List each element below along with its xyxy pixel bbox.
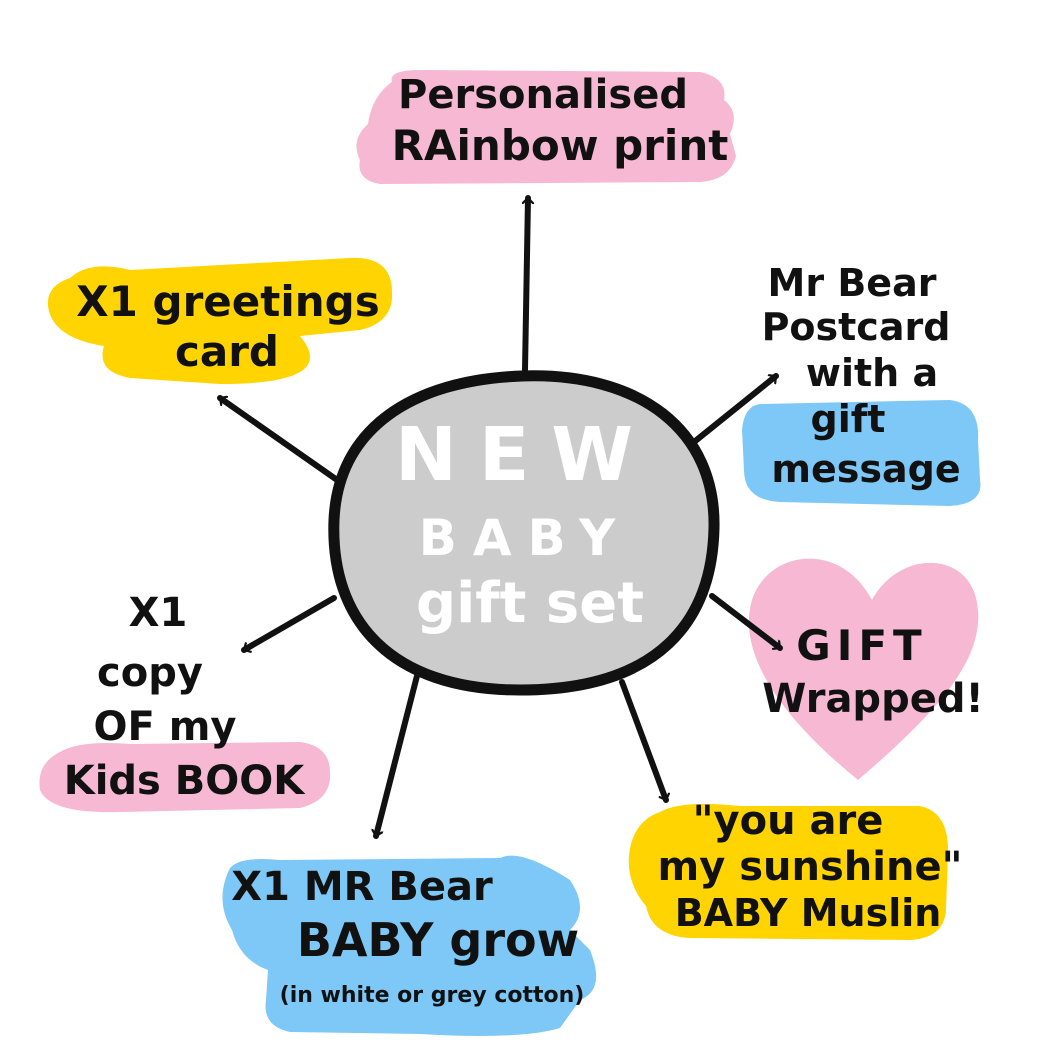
arrow-to-muslin xyxy=(619,679,666,803)
arrows xyxy=(217,195,783,839)
arrow-to-postcard xyxy=(691,373,779,445)
highlights xyxy=(39,70,981,1036)
arrow-to-greetings-card xyxy=(217,395,343,485)
label-gift-wrapped: GIFT Wrapped! xyxy=(762,621,983,722)
greetings-line-1: X1 greetings xyxy=(76,277,379,326)
arrow-to-rainbow-print xyxy=(525,195,528,373)
kids-book-line-2: copy xyxy=(97,650,203,696)
yellow-highlight-greetings xyxy=(47,257,393,384)
pink-highlight-kids-book xyxy=(39,742,331,813)
kids-book-line-4: Kids BOOK xyxy=(64,758,307,804)
baby-grow-line-3: (in white or grey cotton) xyxy=(280,983,585,1008)
postcard-line-2: Postcard xyxy=(762,305,951,349)
gift-wrapped-line-1: GIFT xyxy=(796,621,927,670)
postcard-line-3: with a xyxy=(806,351,938,395)
muslin-line-1: "you are xyxy=(693,798,884,844)
blue-highlight-baby-grow xyxy=(222,855,597,1036)
greetings-line-2: card xyxy=(175,327,279,376)
muslin-line-3: BABY Muslin xyxy=(675,891,942,935)
label-postcard: Mr Bear Postcard with a gift message xyxy=(762,261,961,491)
rainbow-line-2: RAinbow print xyxy=(392,121,729,170)
blue-highlight-postcard xyxy=(742,400,981,506)
yellow-highlight-muslin xyxy=(628,804,948,940)
baby-grow-line-2: BABY grow xyxy=(297,913,579,967)
arrow-to-gift-wrapped xyxy=(709,593,783,651)
center-title: NEW BABY gift set xyxy=(395,412,655,636)
arrow-to-kids-book xyxy=(241,595,337,650)
muslin-line-2: my sunshine" xyxy=(658,844,963,890)
gift-wrapped-line-2: Wrapped! xyxy=(762,676,983,722)
pink-highlight-rainbow xyxy=(356,70,736,184)
postcard-line-4: gift xyxy=(811,397,886,441)
label-baby-grow: X1 MR Bear BABY grow (in white or grey c… xyxy=(231,864,584,1008)
label-greetings-card: X1 greetings card xyxy=(76,277,379,376)
rainbow-line-1: Personalised xyxy=(398,72,688,118)
postcard-line-1: Mr Bear xyxy=(768,261,937,305)
label-kids-book: X1 copy OF my Kids BOOK xyxy=(64,590,307,804)
center-line-gift-set: gift set xyxy=(416,571,644,636)
label-muslin: "you are my sunshine" BABY Muslin xyxy=(658,798,963,935)
label-rainbow-print: Personalised RAinbow print xyxy=(392,72,729,170)
center-line-new: NEW xyxy=(395,412,655,498)
pink-heart-gift-wrapped xyxy=(748,558,979,780)
kids-book-line-1: X1 xyxy=(129,590,188,636)
arrow-to-baby-grow xyxy=(376,669,421,839)
center-blob xyxy=(328,370,720,696)
baby-grow-line-1: X1 MR Bear xyxy=(231,864,493,910)
center-line-baby: BABY xyxy=(419,509,631,567)
postcard-line-5: message xyxy=(771,447,960,491)
kids-book-line-3: OF my xyxy=(93,704,236,750)
